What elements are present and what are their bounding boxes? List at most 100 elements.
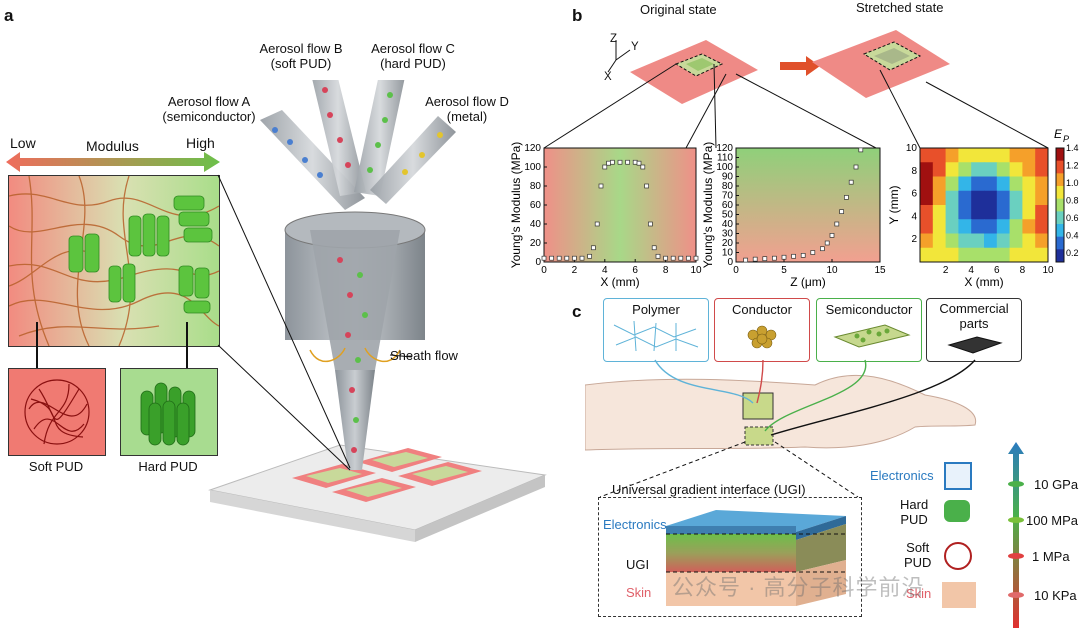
colorbar-title: E bbox=[1054, 127, 1063, 141]
data-point bbox=[844, 195, 849, 200]
heatmap-cell bbox=[1035, 148, 1049, 163]
heatmap-cell bbox=[971, 190, 985, 206]
data-point bbox=[743, 257, 748, 263]
heatmap-cell bbox=[1009, 205, 1023, 220]
aerosol-flow-a-label: Aerosol flow A(semiconductor) bbox=[162, 94, 256, 124]
heatmap-cell bbox=[932, 162, 947, 177]
data-point bbox=[752, 256, 758, 262]
heatmap-cell bbox=[1035, 205, 1049, 220]
y-tick-label: 20 bbox=[530, 238, 542, 249]
data-point bbox=[640, 164, 646, 170]
chip-icon bbox=[947, 336, 1003, 354]
colorbar-tick-label: 0.6 bbox=[1066, 213, 1079, 223]
heatmap-cell bbox=[1009, 176, 1023, 192]
stretched-state-label: Stretched state bbox=[856, 0, 944, 15]
heatmap-cell bbox=[945, 205, 959, 220]
heatmap-cell bbox=[1035, 162, 1049, 177]
x-tick-label: 8 bbox=[663, 265, 669, 276]
y-tick-label: 110 bbox=[717, 153, 733, 164]
heatmap-cell bbox=[932, 219, 947, 234]
modulus-title: Modulus bbox=[86, 138, 139, 154]
heatmap-cell bbox=[958, 219, 972, 234]
heatmap-cell bbox=[920, 219, 934, 234]
x-tick-label: 5 bbox=[781, 265, 787, 276]
colorbar-segment bbox=[1056, 211, 1064, 225]
heatmap-cell bbox=[932, 205, 947, 220]
colorbar-tick-label: 0.2 bbox=[1066, 248, 1079, 258]
heatmap-cell bbox=[945, 190, 959, 206]
data-point bbox=[541, 255, 547, 261]
polymer-label: Polymer bbox=[632, 302, 680, 317]
panel-a-letter: a bbox=[4, 6, 14, 25]
x-tick-label: 2 bbox=[943, 265, 949, 276]
modulus-gradient-arrow bbox=[6, 152, 220, 172]
heatmap-cell bbox=[920, 233, 934, 249]
heatmap-cell bbox=[984, 190, 998, 206]
data-point bbox=[853, 164, 859, 170]
heatmap-cell bbox=[958, 190, 972, 206]
y-tick-label: 100 bbox=[524, 162, 541, 173]
heatmap-cell bbox=[932, 190, 947, 206]
data-point bbox=[829, 233, 835, 238]
hard-pud-tile bbox=[120, 368, 218, 456]
axes-triad bbox=[607, 40, 631, 73]
heatmap-cell bbox=[984, 148, 998, 163]
x-tick-label: 6 bbox=[994, 265, 1000, 276]
modulus-low-label: Low bbox=[10, 135, 36, 151]
y-axis-title: Young's Modulus (MPa) bbox=[509, 142, 523, 269]
data-point bbox=[670, 255, 676, 261]
axis-z-label: Z bbox=[610, 33, 618, 45]
ugi-title: Universal gradient interface (UGI) bbox=[612, 482, 806, 497]
heatmap-cell bbox=[945, 233, 959, 249]
y-tick-label: 60 bbox=[530, 200, 542, 211]
heatmap-cell bbox=[971, 233, 985, 249]
y-tick-label: 80 bbox=[722, 181, 734, 192]
conductor-box: Conductor bbox=[714, 298, 810, 362]
y-tick-label: 120 bbox=[716, 143, 733, 154]
data-point bbox=[781, 254, 787, 260]
data-point bbox=[791, 253, 796, 259]
soft-pud-icon bbox=[944, 542, 972, 570]
scale-electronics-label: Electronics bbox=[870, 468, 934, 483]
semiconductor-box: Semiconductor bbox=[816, 298, 922, 362]
heatmap-cell bbox=[984, 176, 998, 192]
data-point bbox=[839, 209, 844, 215]
scale-skin-label: Skin bbox=[906, 586, 932, 601]
colorbar-frame bbox=[1055, 147, 1065, 263]
data-point bbox=[572, 255, 577, 261]
axis-y-label: Y bbox=[631, 41, 639, 53]
heatmap-cell bbox=[1009, 233, 1023, 249]
colorbar-tick-label: 1.2 bbox=[1066, 161, 1079, 171]
scale-value-10kpa: 10 KPa bbox=[1034, 588, 1077, 603]
heatmap-cell bbox=[1022, 205, 1036, 220]
data-point bbox=[610, 159, 615, 165]
heatmap-cell bbox=[1022, 233, 1036, 249]
heatmap-cell bbox=[958, 162, 972, 177]
plot-area bbox=[543, 147, 697, 263]
electronics-chip-icon bbox=[944, 462, 972, 490]
y-tick-label: 30 bbox=[722, 229, 734, 240]
heatmap-cell bbox=[1009, 190, 1023, 206]
y-tick-label: 60 bbox=[722, 200, 734, 211]
colorbar-segment bbox=[1056, 198, 1064, 212]
y-tick-label: 20 bbox=[722, 238, 734, 249]
data-point bbox=[762, 256, 768, 262]
heatmap-cell bbox=[984, 233, 998, 249]
data-point bbox=[824, 240, 830, 246]
colorbar-segment bbox=[1056, 160, 1064, 174]
conductor-particles-icon bbox=[747, 325, 777, 349]
plot-area bbox=[735, 147, 881, 263]
polymer-network-box bbox=[8, 175, 220, 347]
semiconductor-label: Semiconductor bbox=[825, 302, 913, 317]
heatmap-cell bbox=[996, 205, 1011, 220]
y-tick-label: 90 bbox=[722, 172, 734, 183]
ugi-layer-stack bbox=[666, 510, 846, 606]
polymer-network-icon bbox=[613, 320, 699, 352]
axis-x-label: X bbox=[604, 71, 612, 83]
data-point bbox=[579, 255, 585, 261]
heatmap-cell bbox=[984, 162, 998, 177]
heatmap-cell bbox=[984, 205, 998, 220]
plot-area bbox=[919, 147, 1049, 263]
